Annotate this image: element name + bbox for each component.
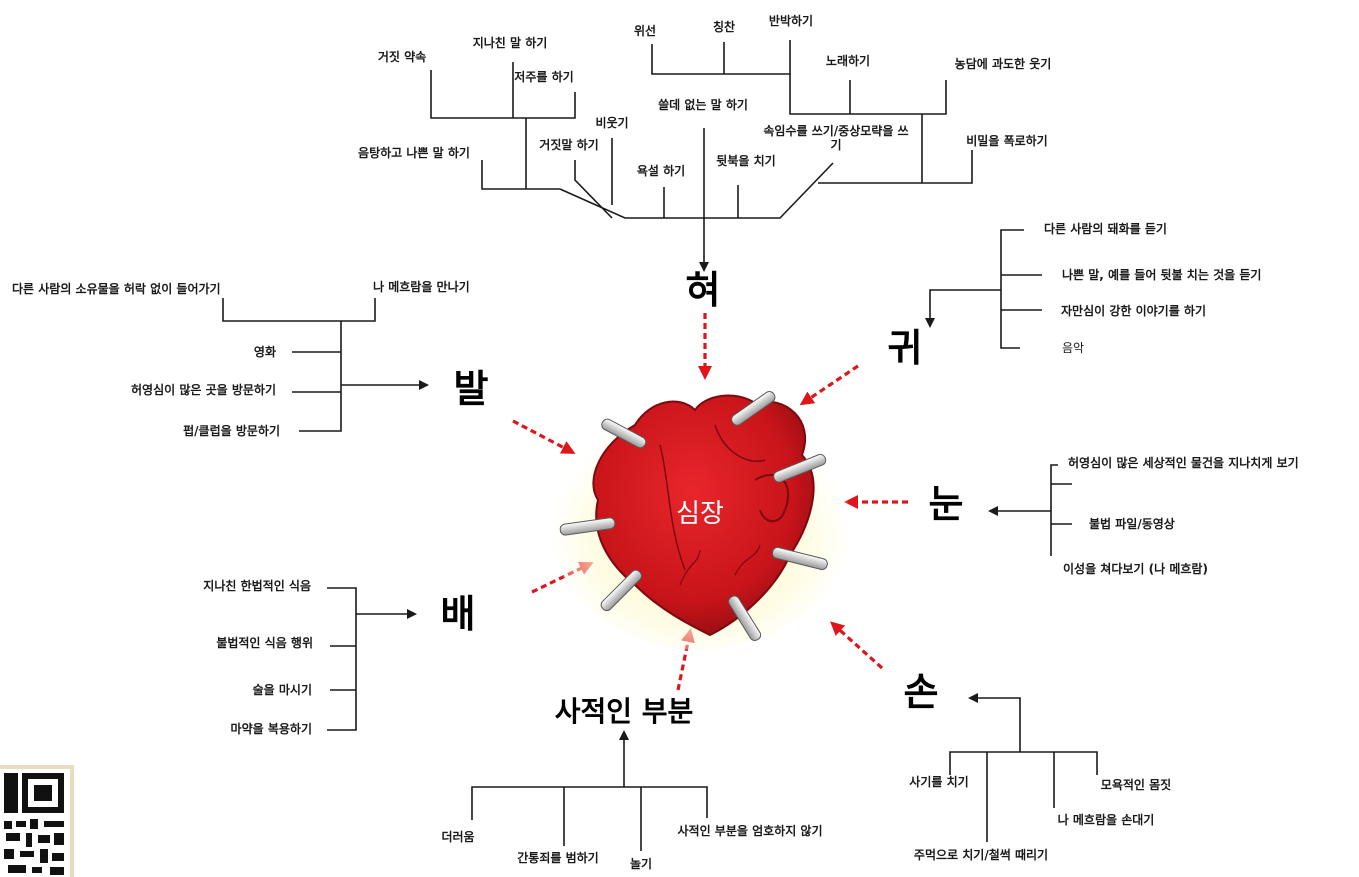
hand-item-fraud: 사기를 치기 — [909, 775, 969, 789]
tongue-item-mocking: 비웃기 — [595, 116, 629, 130]
tongue-item-swearing: 욕설 하기 — [636, 164, 686, 178]
tongue-item-joking: 농담에 과도한 웃기 — [954, 57, 1052, 71]
ear-item-eavesdrop: 다른 사람의 돼화를 듣기 — [1044, 222, 1167, 236]
tongue-item-singing: 노래하기 — [825, 54, 871, 68]
tongue-item-rebuttal: 반박하기 — [768, 14, 814, 28]
ear-item-music: 음악 — [1062, 341, 1085, 355]
private-item-not-guarding: 사적인 부분을 엄호하지 않기 — [677, 824, 823, 838]
tongue-item-excessive-talk: 지나친 말 하기 — [472, 36, 548, 50]
tongue-item-cursing: 저주를 하기 — [514, 70, 574, 84]
belly-item-drugs: 마약을 복용하기 — [230, 722, 312, 736]
tongue-item-revealing-secrets: 비밀을 폭로하기 — [966, 134, 1048, 148]
tongue-item-hypocrisy: 위선 — [633, 24, 657, 38]
organ-ear: 귀 — [887, 326, 923, 370]
belly-item-illegal-food: 불법적인 식음 행위 — [216, 636, 313, 650]
tongue-item-backbiting: 뒷북을 치기 — [716, 154, 776, 168]
heart-label: 심장 — [676, 499, 724, 529]
private-item-play: 놀기 — [629, 857, 653, 871]
tongue-item-obscene-talk: 음탕하고 나쁜 말 하기 — [358, 146, 470, 160]
tongue-item-praise: 칭찬 — [712, 20, 736, 34]
foot-item-vain-places: 허영심이 많은 곳을 방문하기 — [130, 383, 276, 397]
ear-item-bad-talk: 나쁜 말, 예를 들어 뒷불 치는 것을 듣기 — [1062, 268, 1262, 282]
organ-hand: 손 — [903, 670, 939, 714]
private-item-adultery: 간통죄를 범하기 — [517, 851, 599, 865]
hand-item-hitting: 주먹으로 치기/철썩 때리기 — [913, 848, 1049, 862]
organ-eye: 눈 — [928, 482, 964, 526]
ear-item-boastful: 자만심이 강한 이야기를 하기 — [1061, 304, 1207, 318]
private-item-filth: 더러움 — [441, 830, 475, 844]
hand-item-obscene-gesture: 모욕적인 몸짓 — [1100, 778, 1172, 792]
qr-code-icon — [0, 765, 74, 877]
tongue-item-useless-talk: 쓸데 없는 말 하기 — [658, 98, 748, 112]
eye-item-illegal-files: 불법 파일/동영상 — [1089, 517, 1175, 531]
tongue-item-false-promise: 거짓 약속 — [377, 50, 427, 64]
organ-tongue: 혀 — [685, 268, 721, 312]
organ-belly: 배 — [440, 592, 476, 636]
belly-item-overeating: 지나친 한법적인 식음 — [203, 579, 311, 593]
heart-illustration: 심장 — [540, 385, 860, 655]
hand-item-touch-nonmahram: 나 메흐람을 손대기 — [1057, 813, 1155, 827]
eye-item-worldly: 허영심이 많은 세상적인 물건을 지나치게 보기 — [1068, 456, 1299, 470]
foot-item-trespass: 다른 사람의 소유물을 허락 없이 들어가기 — [12, 282, 221, 296]
belly-item-alcohol: 술을 마시기 — [252, 683, 312, 697]
foot-item-meet-nonmahram: 나 메흐람을 만나기 — [373, 280, 470, 294]
foot-item-movies: 영화 — [253, 345, 276, 359]
foot-item-pub-club: 펍/클럽을 방문하기 — [183, 424, 280, 438]
organ-private-parts: 사적인 부분 — [554, 695, 694, 728]
eye-item-opposite-sex: 이성을 쳐다보기 (나 메흐람) — [1063, 562, 1208, 576]
tongue-item-lying: 거짓말 하기 — [539, 138, 599, 152]
organ-foot: 발 — [453, 367, 489, 411]
tongue-item-scheming: 속임수를 쓰기/중상모략을 쓰기 — [763, 124, 909, 152]
